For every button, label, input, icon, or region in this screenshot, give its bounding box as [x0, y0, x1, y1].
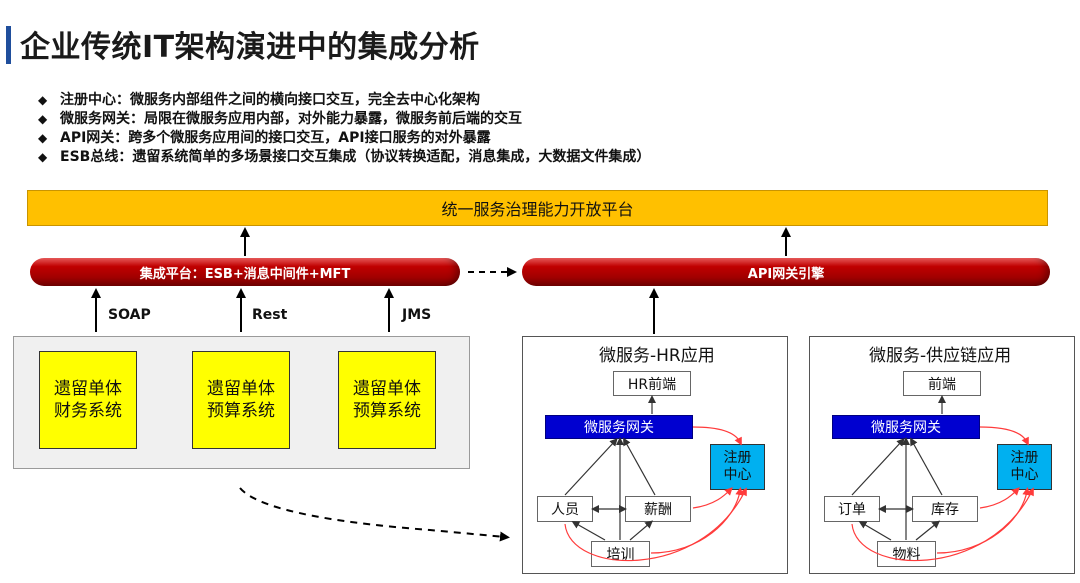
sc-link — [915, 520, 941, 541]
registry-line1: 注册 — [1010, 450, 1039, 466]
sc-panel-title: 微服务-供应链应用 — [869, 346, 1012, 366]
diamond-bullet-icon: ◆ — [38, 112, 48, 126]
hr-registry-link — [650, 487, 744, 554]
hr-registry-link — [692, 487, 733, 509]
hr-registry-center: 注册 中心 — [710, 444, 765, 490]
hr-link — [629, 520, 654, 541]
page-title: 企业传统IT架构演进中的集成分析 — [20, 30, 480, 65]
diamond-bullet-icon: ◆ — [38, 93, 48, 107]
bullet-item: ◆ 注册中心：微服务内部组件之间的横向接口交互，完全去中心化架构 — [38, 91, 650, 110]
legacy-system-budget-2: 遗留单体 预算系统 — [338, 351, 436, 449]
registry-line2: 中心 — [1010, 467, 1039, 483]
legacy-line2: 预算系统 — [353, 401, 421, 421]
hr-service-training: 培训 — [591, 541, 650, 567]
bullet-text: API网关：跨多个微服务应用间的接口交互，API接口服务的对外暴露 — [60, 130, 491, 146]
protocol-label-rest: Rest — [252, 307, 288, 323]
hr-service-staff: 人员 — [537, 496, 593, 522]
diamond-bullet-icon: ◆ — [38, 131, 48, 145]
hr-panel-title: 微服务-HR应用 — [599, 346, 715, 366]
sc-registry-link — [979, 426, 1029, 446]
sc-registry-link — [851, 487, 1034, 562]
registry-line2: 中心 — [723, 467, 752, 483]
title-accent-bar — [6, 26, 11, 64]
hr-link — [623, 437, 656, 496]
dashed-arrow-icon — [239, 487, 510, 542]
hr-registry-link — [564, 487, 747, 562]
sc-service-material: 物料 — [877, 541, 936, 567]
bullet-text: ESB总线：遗留系统简单的多场景接口交互集成（协议转换适配，消息集成，大数据文件… — [60, 149, 651, 165]
hr-link — [571, 521, 606, 541]
diamond-bullet-icon: ◆ — [38, 150, 48, 164]
legacy-system-finance: 遗留单体 财务系统 — [39, 351, 137, 449]
bullet-item: ◆ ESB总线：遗留系统简单的多场景接口交互集成（协议转换适配，消息集成，大数据文… — [38, 148, 650, 167]
integration-platform-pipe: 集成平台：ESB+消息中间件+MFT — [30, 258, 460, 286]
hr-registry-link — [692, 426, 742, 446]
legacy-system-budget: 遗留单体 预算系统 — [192, 351, 290, 449]
sc-registry-link — [936, 487, 1031, 554]
legacy-line1: 遗留单体 — [54, 379, 122, 399]
registry-line1: 注册 — [723, 450, 752, 466]
bullet-item: ◆ API网关：跨多个微服务应用间的接口交互，API接口服务的对外暴露 — [38, 129, 650, 148]
hr-microservice-gateway: 微服务网关 — [545, 415, 693, 439]
protocol-label-jms: JMS — [402, 307, 432, 323]
bullet-text: 微服务网关：局限在微服务应用内部，对外能力暴露，微服务前后端的交互 — [60, 111, 522, 127]
bullet-item: ◆ 微服务网关：局限在微服务应用内部，对外能力暴露，微服务前后端的交互 — [38, 110, 650, 129]
sc-link — [851, 438, 905, 496]
sc-registry-link — [979, 487, 1020, 509]
bullet-list: ◆ 注册中心：微服务内部组件之间的横向接口交互，完全去中心化架构 ◆ 微服务网关：局… — [38, 91, 650, 167]
api-gateway-pipe: API网关引擎 — [522, 258, 1050, 286]
bullet-text: 注册中心：微服务内部组件之间的横向接口交互，完全去中心化架构 — [60, 92, 480, 108]
legacy-line1: 遗留单体 — [353, 379, 421, 399]
legacy-line1: 遗留单体 — [207, 379, 275, 399]
sc-link — [858, 520, 892, 541]
hr-link — [564, 438, 618, 496]
sc-link — [910, 437, 943, 496]
sc-registry-center: 注册 中心 — [997, 444, 1052, 490]
governance-platform-bar: 统一服务治理能力开放平台 — [27, 190, 1048, 226]
legacy-line2: 预算系统 — [207, 401, 275, 421]
sc-service-order: 订单 — [824, 496, 880, 522]
protocol-label-soap: SOAP — [108, 307, 151, 323]
legacy-line2: 财务系统 — [54, 401, 122, 421]
